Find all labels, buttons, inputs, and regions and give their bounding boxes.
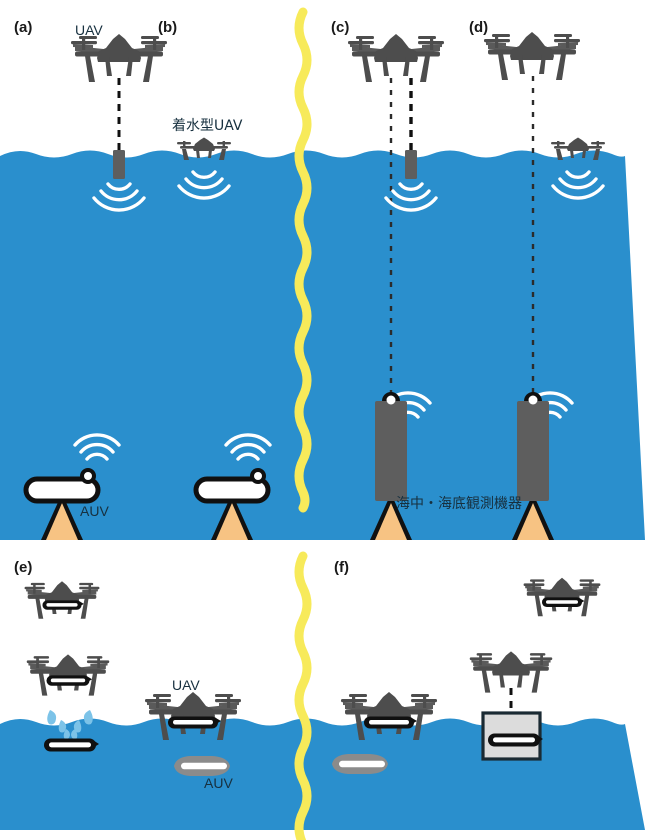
- annotation-uav-a: UAV: [75, 22, 103, 38]
- water-landing-uav-b[interactable]: [177, 137, 231, 161]
- bottom-half-scene: [0, 578, 645, 830]
- bottom-water-body: [0, 718, 645, 830]
- panel-divider-top: [294, 7, 312, 513]
- annotation-seafloor-device-c: 海中・海底観測機器: [396, 495, 522, 512]
- annotation-water-landing-uav-b: 着水型UAV: [172, 118, 243, 134]
- uav-lifting-dock-f[interactable]: [469, 651, 553, 693]
- panel-label-a: (a): [14, 19, 32, 36]
- uav-carrying-auv-e-high[interactable]: [25, 581, 100, 618]
- auv-released-e[interactable]: [174, 756, 230, 776]
- panel-label-f: (f): [334, 559, 349, 576]
- winch-sensor-a[interactable]: [113, 150, 125, 179]
- uav-carrying-auv-e-descending[interactable]: [27, 654, 110, 695]
- panel-label-c: (c): [331, 19, 349, 36]
- auv-free-f[interactable]: [332, 754, 388, 774]
- panel-divider-bottom: [294, 551, 312, 840]
- uav-d[interactable]: [484, 32, 580, 80]
- uav-carrying-auv-f-high[interactable]: [524, 578, 601, 616]
- top-half-scene: [0, 32, 645, 540]
- annotation-auv-e: AUV: [204, 775, 233, 791]
- panel-label-b: (b): [158, 19, 177, 36]
- winch-sensor-c[interactable]: [405, 150, 417, 179]
- uav-c[interactable]: [348, 34, 444, 82]
- auv-dropped-e[interactable]: [44, 738, 99, 752]
- annotation-auv-a: AUV: [80, 503, 109, 519]
- auv-in-dock-f[interactable]: [488, 733, 543, 747]
- panel-f-group: [332, 578, 600, 774]
- annotation-uav-e: UAV: [172, 677, 200, 693]
- top-water-body: [0, 150, 645, 540]
- panel-label-e: (e): [14, 559, 32, 576]
- panel-label-d: (d): [469, 19, 488, 36]
- uav-a[interactable]: [71, 34, 167, 82]
